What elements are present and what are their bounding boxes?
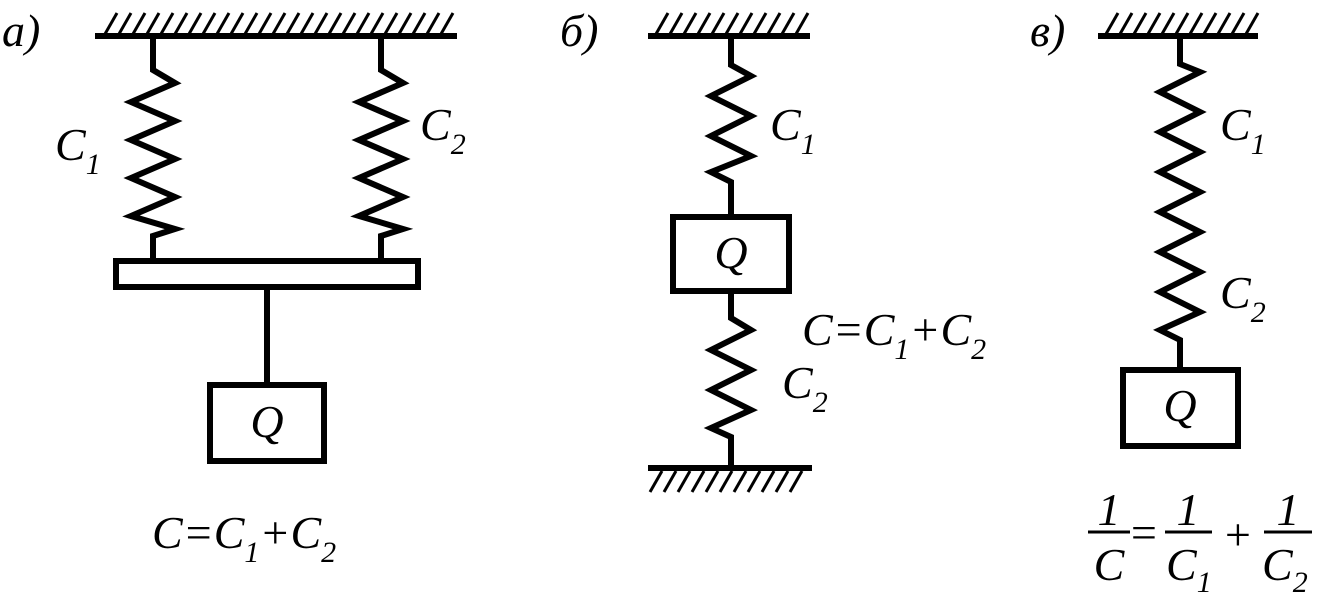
mass-q-a-label: Q (250, 396, 283, 447)
mass-q-c-label: Q (1163, 380, 1196, 431)
spring-c2-a (350, 36, 414, 262)
formula-c-num-1: 1 (1177, 484, 1200, 535)
ceiling-a-hatch (103, 12, 455, 35)
panel-b: б) C1 Q C2 C=C1+C2 (560, 5, 986, 493)
spring-c2-b (703, 291, 758, 468)
formula-b: C=C1+C2 (802, 304, 986, 366)
spring-c2-b-label: C2 (782, 357, 828, 419)
spring-c1-b (703, 36, 759, 217)
floor-b-hatch (648, 470, 804, 493)
panel-c-label: в) (1030, 5, 1065, 56)
formula-c-num-lhs: 1 (1098, 484, 1121, 535)
spring-c1-c-label: C1 (1220, 99, 1266, 161)
mass-q-c (1120, 367, 1241, 449)
spring-c2-a-label: C2 (420, 99, 466, 161)
mass-q-a (207, 382, 327, 464)
formula-c-plus: + (1222, 509, 1253, 560)
spring-c1-a (122, 36, 186, 262)
ceiling-b-top-hatch (654, 12, 810, 35)
spring-c1-c2-c (1153, 36, 1208, 370)
panel-b-label: б) (560, 5, 598, 56)
formula-c-den-2: C2 (1262, 539, 1308, 593)
spring-c1-b-label: C1 (770, 99, 816, 161)
rigid-beam-a (113, 258, 421, 290)
spring-c2-c-label: C2 (1220, 267, 1266, 329)
mass-q-b-label: Q (714, 227, 747, 278)
panel-a: а) C1 C2 Q C=C1+C2 (2, 5, 466, 569)
formula-a: C=C1+C2 (152, 507, 336, 569)
panel-a-label: а) (2, 5, 40, 56)
ceiling-c-hatch (1104, 12, 1260, 35)
formula-c-num-2: 1 (1277, 484, 1300, 535)
panel-c: в) C1 C2 Q 1 C = 1 C1 + 1 C2 (1030, 5, 1312, 593)
mass-q-b (670, 214, 792, 294)
formula-c-den-lhs: C (1094, 539, 1126, 590)
formula-c: 1 C = 1 C1 + 1 C2 (1088, 484, 1312, 593)
spring-c1-a-label: C1 (55, 119, 101, 181)
formula-c-eq: = (1128, 507, 1159, 558)
formula-c-den-1: C1 (1166, 539, 1212, 593)
